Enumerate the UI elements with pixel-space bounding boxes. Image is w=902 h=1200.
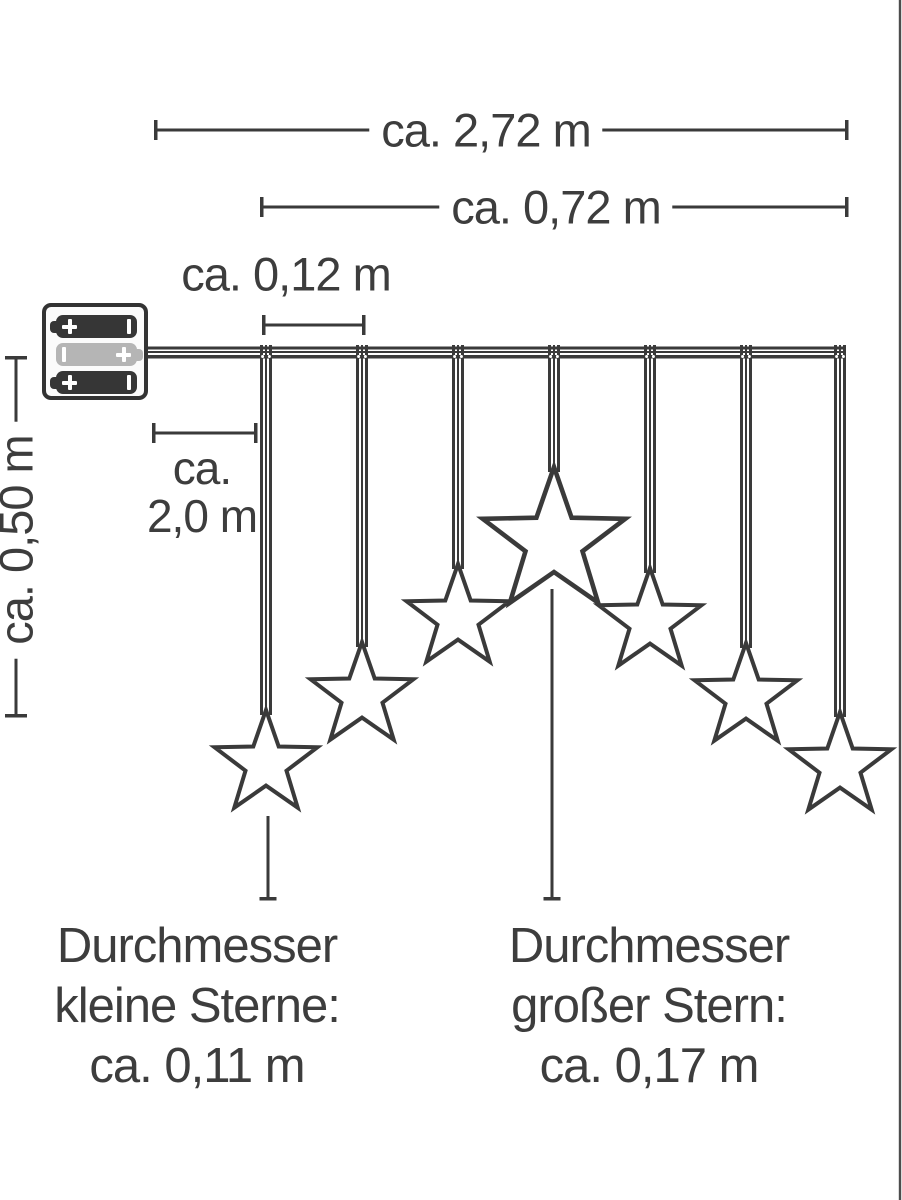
wire-clip-dot [453,355,457,358]
dimension-label-lead-wire-line1: ca. [172,442,232,494]
small-star [304,635,420,745]
battery-3 [50,371,137,394]
caption-big-star: Durchmesser großer Stern: ca. 0,17 m [508,916,790,1096]
wire-clip-dot [555,355,559,358]
wire-clip-dot [363,355,367,358]
dimension-label-total-length: ca. 2,72 m [369,102,603,158]
minus-terminal-icon [127,319,131,334]
small-star [592,561,708,671]
wire-clip-dot [459,355,463,358]
battery-1 [50,315,137,338]
wire-clip-dot [651,355,655,358]
wire-clip-dot [835,355,839,358]
wire-clip-dot [261,355,265,358]
wire-clip-dot [357,355,361,358]
dimension-label-drop-height: ca. 0,50 m [0,421,44,659]
caption-big-star-line3: ca. 0,17 m [539,1039,760,1093]
wire-clip-dot [645,355,649,358]
caption-small-stars-line3: ca. 0,11 m [89,1039,305,1093]
caption-small-stars-line2: kleine Sterne: [54,979,341,1033]
small-star [208,703,324,813]
minus-terminal-icon [62,347,66,362]
battery-2 [56,343,143,366]
small-star [782,705,898,815]
wire-clip-dot [747,355,751,358]
minus-terminal-icon [127,375,131,390]
battery-nub [50,320,57,333]
battery-box [42,303,148,400]
image-right-border [898,0,902,1200]
dimension-label-curtain-width: ca. 0,72 m [439,179,673,235]
wire-clip-dot [741,355,745,358]
small-star [688,636,804,746]
battery-nub [50,376,57,389]
plus-terminal-icon [62,319,77,334]
wire-clip-dot [267,355,271,358]
plus-terminal-icon [116,347,131,362]
dimension-label-star-spacing: ca. 0,12 m [181,247,391,301]
battery-nub [136,348,143,361]
dimension-label-lead-wire: ca. 2,0 m [146,442,258,542]
wire-clip-dot [841,355,845,358]
big-star [476,459,632,609]
small-star [400,557,516,667]
caption-big-star-line1: Durchmesser [508,919,790,973]
caption-small-stars: Durchmesser kleine Sterne: ca. 0,11 m [54,916,341,1096]
caption-big-star-line2: großer Stern: [511,979,788,1033]
dimension-label-lead-wire-line2: 2,0 m [146,490,258,542]
wire-clip-dot [549,355,553,358]
caption-small-stars-line1: Durchmesser [56,919,338,973]
plus-terminal-icon [62,375,77,390]
